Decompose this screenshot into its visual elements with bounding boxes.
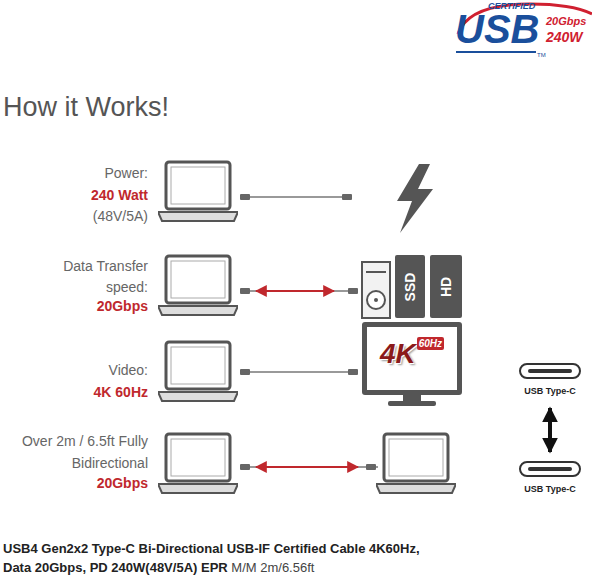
feature-label: Data Transfer speed:: [46, 256, 148, 298]
laptop-icon: [376, 434, 456, 493]
optical-drive: [362, 262, 390, 318]
feature-value: 20Gbps: [97, 298, 148, 314]
lightning-bolt: [397, 164, 433, 233]
feature-label: (48V/5A): [93, 208, 148, 224]
logo-text: 20Gbps: [546, 15, 586, 27]
refresh-tag: 60Hz: [417, 337, 444, 350]
caption-block: USB4 Gen2x2 Type-C Bi-Directional USB-IF…: [3, 539, 443, 577]
laptop-icon: [158, 162, 238, 221]
caption: USB4 Gen2x2 Type-C Bi-Directional USB-IF…: [3, 541, 420, 575]
drive-label: HD: [438, 276, 454, 296]
logo-text: USB: [455, 7, 539, 51]
port-label: USB Type-C: [516, 484, 584, 494]
hd-drive: HD: [430, 255, 462, 318]
data-arrow: [256, 466, 358, 468]
bidirectional-arrow: [548, 408, 552, 452]
feature-value: 240 Watt: [91, 187, 148, 203]
logo-text: TM: [537, 52, 546, 58]
ssd-drive: SSD: [395, 255, 425, 318]
monitor-screen: 4K60Hz: [362, 322, 462, 395]
laptop-icon: [158, 256, 238, 315]
port-label: USB Type-C: [516, 386, 584, 396]
cable-plug: [240, 194, 376, 470]
cable: [242, 197, 378, 467]
feature-label: Video:: [109, 362, 148, 378]
feature-label: Power:: [104, 165, 148, 181]
feature-label: Over 2m / 6.5ft Fully Bidirectional: [18, 430, 148, 474]
title: How it Works!: [3, 92, 169, 123]
monitor-stand: [403, 394, 421, 402]
data-arrow: [256, 290, 334, 292]
logo-text: 240W: [546, 29, 583, 45]
feature-value: 4K 60Hz: [94, 384, 148, 400]
laptop-icon: [158, 342, 238, 401]
drive-label: SSD: [402, 272, 418, 301]
usb-c-port: [520, 364, 580, 378]
logo-underline: [456, 51, 536, 53]
usb-c-port: [520, 462, 580, 476]
feature-value: 20Gbps: [97, 475, 148, 491]
cable-spec: M/M 2m/6.56ft: [231, 560, 314, 575]
resolution-text: 4K: [380, 339, 416, 369]
laptop-icon: [158, 434, 238, 493]
